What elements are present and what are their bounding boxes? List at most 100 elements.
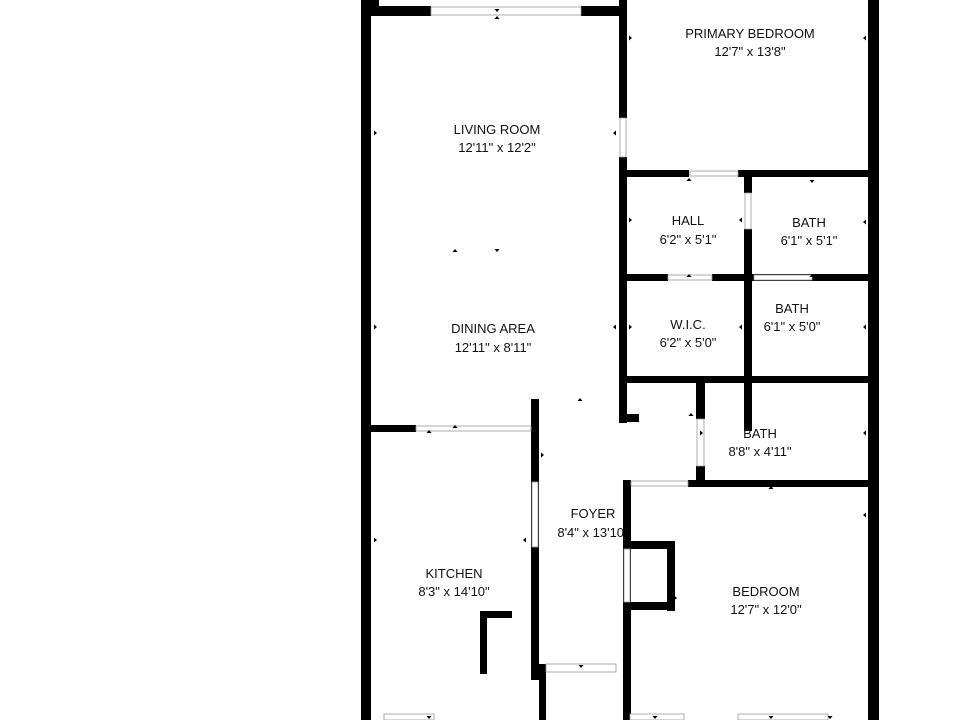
wall-segment — [627, 274, 668, 281]
wall-marker — [686, 274, 692, 277]
room-wic[interactable]: W.I.C. 6'2" x 5'0" — [660, 317, 717, 350]
room-label: FOYER — [571, 506, 616, 521]
wall-marker — [787, 380, 793, 383]
room-dimensions: 6'2" x 5'0" — [660, 335, 717, 350]
wall-marker — [685, 377, 691, 380]
wall-segment — [696, 383, 705, 419]
wall-marker — [629, 35, 632, 41]
room-dimensions: 12'7" x 12'0" — [730, 602, 802, 617]
room-label: PRIMARY BEDROOM — [685, 26, 815, 41]
wall-segment — [744, 229, 752, 431]
opening — [531, 481, 539, 548]
wall-marker — [768, 486, 774, 489]
wall-segment — [371, 425, 416, 432]
wall-marker — [577, 398, 583, 401]
wall-marker — [688, 413, 694, 416]
wall-marker — [863, 430, 866, 436]
wall-marker — [629, 217, 632, 223]
wall-marker — [863, 512, 866, 518]
wall-segment — [631, 541, 675, 549]
wall-segment — [480, 618, 487, 674]
room-dimensions: 12'7" x 13'8" — [714, 44, 786, 59]
room-dimensions: 6'2" x 5'1" — [660, 232, 717, 247]
wall-marker — [739, 217, 742, 223]
wall-segment — [627, 414, 639, 422]
opening — [415, 425, 532, 432]
wall-segment — [480, 611, 512, 618]
wall-segment — [744, 177, 752, 193]
opening — [689, 170, 739, 177]
room-primary-bedroom[interactable]: PRIMARY BEDROOM 12'7" x 13'8" — [685, 26, 815, 59]
wall-marker — [374, 537, 377, 543]
room-dimensions: 8'3" x 14'10" — [418, 584, 490, 599]
room-dimensions: 6'1" x 5'1" — [781, 233, 838, 248]
wall-marker — [863, 219, 866, 225]
room-label: LIVING ROOM — [454, 122, 541, 137]
opening — [430, 6, 582, 16]
wall-segment — [371, 0, 379, 6]
wall-segment — [361, 0, 371, 720]
wall-segment — [627, 376, 869, 383]
opening — [630, 480, 689, 487]
room-dining-area[interactable]: DINING AREA 12'11" x 8'11" — [451, 321, 535, 355]
room-kitchen[interactable]: KITCHEN 8'3" x 14'10" — [418, 566, 490, 599]
room-dimensions: 8'8" x 4'11" — [728, 444, 791, 459]
room-bedroom[interactable]: BEDROOM 12'7" x 12'0" — [730, 584, 802, 617]
opening — [737, 713, 829, 720]
wall-marker — [541, 452, 544, 458]
wall-markers — [374, 9, 866, 719]
opening — [619, 117, 627, 158]
wall-segment — [868, 0, 879, 720]
wall-segment — [667, 541, 675, 611]
wall-marker — [426, 716, 432, 719]
room-living-room[interactable]: LIVING ROOM 12'11" x 12'2" — [454, 122, 541, 155]
room-hall[interactable]: HALL 6'2" x 5'1" — [660, 213, 717, 247]
opening — [623, 548, 631, 603]
room-bath-2[interactable]: BATH 6'1" x 5'0" — [764, 301, 821, 334]
wall-marker — [452, 425, 458, 428]
room-label: DINING AREA — [451, 321, 535, 336]
room-label: KITCHEN — [425, 566, 482, 581]
opening — [696, 418, 705, 467]
room-dimensions: 12'11" x 8'11" — [455, 340, 532, 355]
wall-segment — [627, 170, 689, 177]
wall-marker — [452, 249, 458, 252]
opening — [753, 274, 813, 281]
wall-marker — [494, 9, 500, 12]
wall-segment — [619, 0, 627, 118]
wall-marker — [739, 324, 742, 330]
wall-marker — [768, 716, 774, 719]
room-label: HALL — [672, 213, 705, 228]
room-label: W.I.C. — [670, 317, 705, 332]
wall-marker — [613, 130, 616, 136]
wall-segment — [688, 480, 869, 487]
room-bath-3[interactable]: BATH 8'8" x 4'11" — [728, 426, 791, 459]
room-label: BATH — [775, 301, 809, 316]
wall-marker — [494, 249, 500, 252]
opening — [629, 713, 685, 720]
wall-marker — [686, 178, 692, 181]
wall-segment — [631, 602, 675, 610]
wall-marker — [613, 324, 616, 330]
wall-marker — [523, 537, 526, 543]
wall-marker — [674, 595, 677, 601]
wall-marker — [652, 716, 658, 719]
wall-marker — [809, 180, 815, 183]
wall-marker — [746, 170, 752, 173]
wall-marker — [374, 324, 377, 330]
wall-marker — [426, 430, 432, 433]
opening — [744, 192, 752, 230]
wall-marker — [494, 16, 500, 19]
room-dimensions: 6'1" x 5'0" — [764, 319, 821, 334]
room-bath-1[interactable]: BATH 6'1" x 5'1" — [781, 215, 838, 248]
wall-segment — [619, 157, 627, 423]
wall-marker — [827, 716, 833, 719]
wall-marker — [700, 430, 703, 436]
wall-marker — [809, 274, 815, 277]
wall-marker — [863, 35, 866, 41]
wall-segment — [539, 664, 546, 720]
opening — [383, 713, 435, 720]
wall-segment — [371, 6, 431, 16]
room-foyer[interactable]: FOYER 8'4" x 13'10" — [557, 506, 629, 540]
